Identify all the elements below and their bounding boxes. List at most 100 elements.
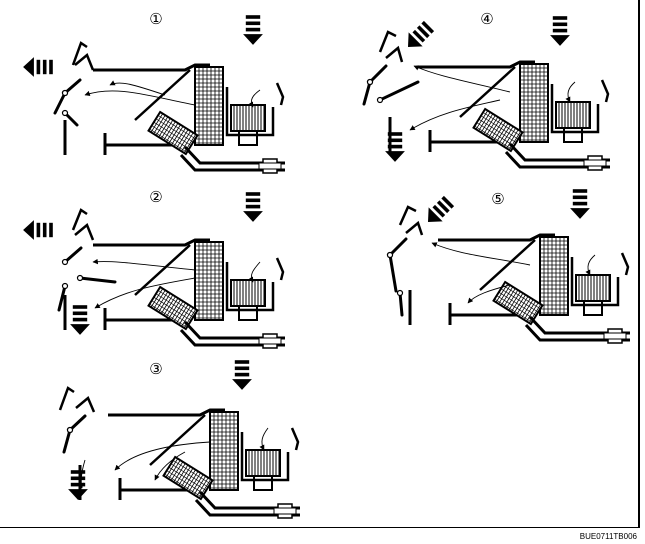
blower-fan [230, 279, 266, 321]
coolant-pipe-upper [183, 145, 285, 165]
water-valve-body [258, 162, 282, 170]
duct-segment [75, 395, 96, 413]
blower-housing [570, 257, 620, 307]
coolant-pipe-upper [183, 320, 285, 340]
unit-body [23, 15, 285, 174]
water-valve-body [603, 332, 627, 340]
mode-door-0 [61, 246, 83, 266]
mode-door-1 [362, 78, 374, 106]
duct-segment [71, 208, 88, 231]
panel-bilevel-mode [15, 192, 315, 360]
evaporator-core [194, 66, 224, 146]
mode-door-1 [53, 89, 69, 115]
water-valve-body [583, 159, 607, 167]
water-valve-body [273, 507, 297, 515]
coolant-pipe-lower [524, 323, 630, 342]
page-frame-right [638, 0, 640, 528]
duct-segment [74, 222, 95, 241]
duct-segment [398, 205, 417, 226]
airflow-path-1 [467, 284, 511, 304]
coolant-pipe-upper [198, 490, 300, 510]
blower-housing [225, 262, 275, 312]
panel-number-3: ③ [149, 360, 163, 378]
unit-body [362, 16, 610, 171]
diagonal-housing [134, 244, 191, 296]
vent-outlet-arrow [23, 57, 53, 77]
evaporator-core [194, 241, 224, 321]
vent-outlet-arrow [23, 220, 53, 240]
coolant-pipe-lower [179, 328, 285, 347]
duct-segment [378, 30, 397, 53]
airflow-path-1 [94, 277, 196, 309]
upper-duct-wall [438, 233, 555, 242]
intake-door [275, 82, 285, 106]
panel-number-5: ⑤ [491, 190, 505, 208]
evaporator-core [539, 236, 569, 316]
mode-door-1 [386, 251, 398, 293]
upper-duct-wall [93, 238, 210, 247]
airflow-path-0 [413, 65, 511, 93]
intake-door [275, 257, 285, 281]
blower-housing [550, 84, 600, 134]
mode-door-2 [61, 109, 79, 127]
panel-heat-defrost-mode [340, 16, 640, 182]
heater-core [147, 110, 199, 156]
intake-door [620, 252, 630, 276]
diagonal-housing [134, 69, 191, 121]
unit-body [386, 189, 630, 344]
panel-defrost-mode [360, 189, 645, 355]
floor-outlet-arrow [385, 132, 405, 162]
panel-vent-mode [15, 15, 315, 185]
diagonal-housing [149, 414, 206, 466]
fresh-air-intake-arrow [570, 189, 590, 219]
hvac-unit-diagram [362, 16, 610, 171]
heater-core [162, 455, 214, 501]
duct-segment [74, 52, 95, 71]
upper-duct-wall [108, 408, 225, 417]
heater-core [147, 285, 199, 331]
heater-core [472, 107, 524, 153]
airflow-path-1 [109, 80, 166, 96]
airflow-path-3 [259, 427, 269, 451]
document-code: BUE0711TB006 [579, 532, 637, 541]
diagonal-housing [479, 239, 536, 291]
airflow-path-2 [565, 81, 576, 103]
defrost-outlet-arrow [407, 20, 435, 48]
blower-fan [230, 104, 266, 146]
floor-outlet-arrow [70, 305, 90, 335]
unit-body [23, 192, 285, 349]
mode-door-1 [57, 282, 69, 312]
blower-housing [240, 432, 290, 482]
mode-door-2 [396, 289, 404, 317]
coolant-pipe-lower [179, 153, 285, 172]
duct-segment [405, 220, 424, 236]
intake-door [290, 427, 300, 451]
water-valve-body [258, 337, 282, 345]
coolant-pipe-lower [504, 150, 610, 169]
blower-fan [245, 449, 281, 491]
blower-housing [225, 87, 275, 137]
heater-core [492, 280, 544, 326]
airflow-path-2 [78, 459, 86, 489]
blower-fan [555, 101, 591, 143]
fresh-air-intake-arrow [243, 15, 263, 45]
page-frame-bottom [0, 527, 640, 528]
hvac-unit-diagram [23, 192, 285, 349]
fresh-air-intake-arrow [232, 360, 252, 390]
coolant-pipe-lower [194, 498, 300, 517]
panel-heat-mode [30, 360, 330, 530]
evaporator-core [209, 411, 239, 491]
airflow-path-0 [114, 441, 211, 471]
fresh-air-intake-arrow [550, 16, 570, 46]
floor-outlet-arrow [68, 470, 88, 500]
evaporator-core [519, 63, 549, 143]
hvac-unit-diagram [23, 15, 285, 174]
duct-segment [385, 45, 404, 63]
upper-duct-wall [418, 60, 535, 69]
airflow-path-2 [248, 261, 261, 283]
airflow-path-0 [84, 90, 196, 106]
airflow-path-2 [585, 254, 596, 276]
panel-number-2: ② [149, 188, 163, 206]
mode-door-1 [62, 426, 74, 454]
